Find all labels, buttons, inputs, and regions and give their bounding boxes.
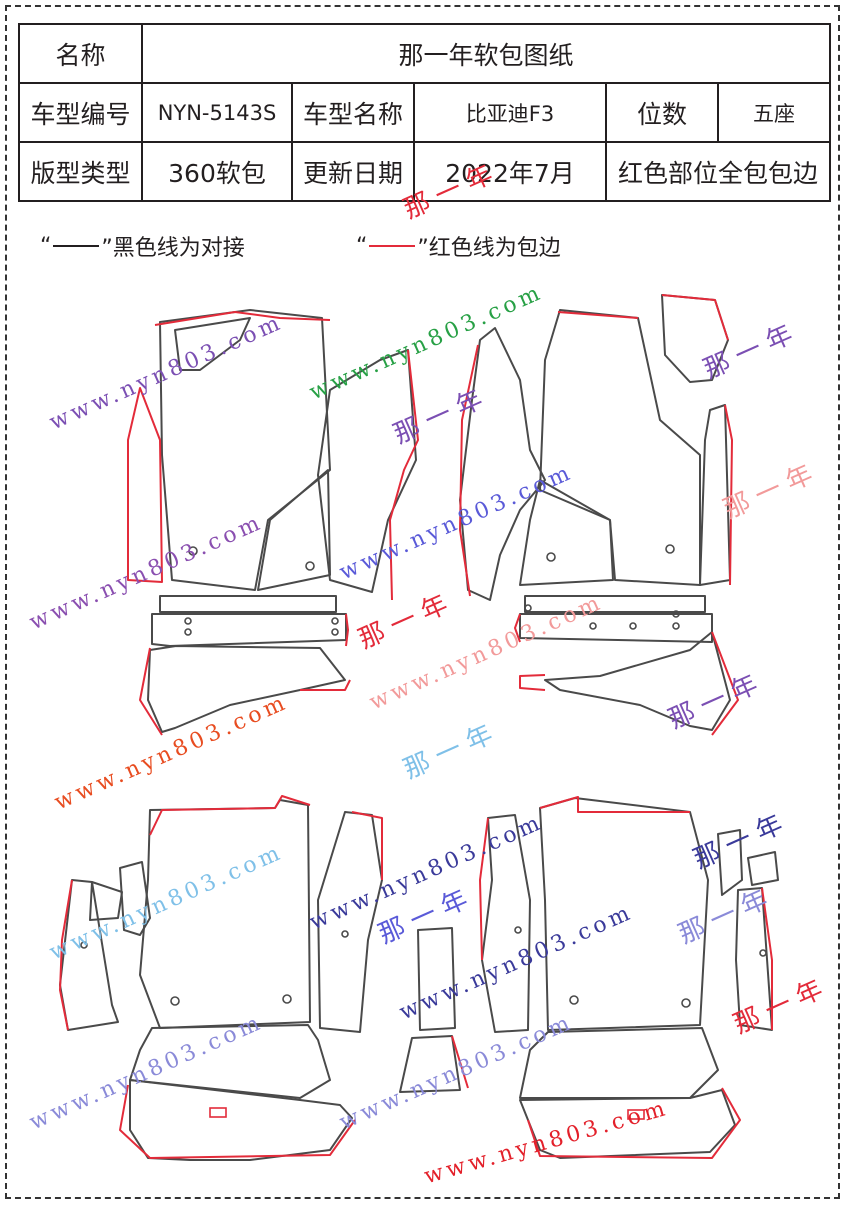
front-right-bolster-edge	[459, 344, 479, 597]
rear-right-slot	[627, 1109, 645, 1120]
spec-row-title: 名称 那一年软包图纸	[18, 23, 832, 84]
spec-table: 名称 那一年软包图纸 车型编号 NYN-5143S 车型名称 比亚迪F3 位数 …	[18, 23, 832, 202]
spec-row-type: 版型类型 360软包 更新日期 2022年7月 红色部位全包包边	[18, 141, 832, 202]
rear-right-small-flap	[747, 851, 779, 886]
front-right-bottom-bar	[519, 613, 713, 643]
legend-black-open-quote: “	[40, 233, 52, 259]
legend-red-open-quote: “	[356, 233, 368, 259]
rear-left-backrest-top-edge	[149, 795, 311, 836]
front-left-hole-4	[184, 628, 192, 636]
rear-left-tab	[119, 861, 151, 936]
spec-row-model: 车型编号 NYN-5143S 车型名称 比亚迪F3 位数 五座	[18, 82, 832, 143]
rear-left-bottom-panel	[129, 1024, 331, 1099]
rear-right-side-panel	[481, 814, 531, 1033]
front-left-side-edge	[127, 387, 163, 583]
rear-left-side-edge	[351, 811, 383, 880]
seats-label: 位数	[605, 82, 719, 143]
front-left-hole-3	[184, 617, 192, 625]
rear-left-hole-1	[170, 996, 180, 1006]
pattern-type-value: 360软包	[141, 141, 293, 202]
front-left-bottom-bar	[151, 613, 347, 647]
front-left-hole-2	[305, 561, 315, 571]
front-right-bar-edge	[514, 613, 521, 643]
front-left-backrest	[159, 309, 331, 591]
rear-right-hole-2	[681, 998, 691, 1008]
rear-right-tab	[717, 829, 743, 896]
front-right-cushion	[544, 631, 731, 731]
front-right-hole-5	[629, 622, 637, 630]
legend-black-text: ”黑色线为对接	[101, 236, 245, 261]
rear-left-side-panel	[317, 811, 383, 1033]
front-right-side-panel	[699, 404, 731, 586]
front-right-backrest	[539, 309, 701, 586]
rear-right-backrest	[539, 797, 709, 1031]
front-left-strip	[159, 595, 337, 613]
front-right-cushion-edge	[519, 631, 739, 736]
center-armrest	[417, 927, 456, 1031]
front-left-cushion	[147, 645, 346, 733]
rear-left-corner-edge	[59, 879, 73, 1031]
rear-right-hole-3	[759, 949, 767, 957]
legend-red-swatch	[369, 245, 416, 247]
legend-red-text: ”红色线为包边	[417, 236, 561, 261]
front-left-inner-panel	[257, 469, 331, 591]
front-right-hole-4	[589, 622, 597, 630]
rear-left-hole-4	[341, 930, 349, 938]
front-left-hole-1	[188, 546, 198, 556]
front-left-hole-6	[331, 628, 339, 636]
front-left-headrest	[174, 317, 251, 371]
front-left-backrest-top-edge	[154, 311, 331, 326]
rear-right-cushion-edge	[527, 1087, 741, 1159]
front-right-hole-6	[672, 610, 680, 618]
front-right-bolster	[459, 327, 546, 601]
front-right-hole-2	[665, 544, 675, 554]
rear-left-hole-2	[282, 994, 292, 1004]
front-left-side-bolster	[317, 349, 417, 593]
rear-left-hole-3	[80, 941, 88, 949]
legend-black-swatch	[53, 245, 100, 247]
model-code-value: NYN-5143S	[141, 82, 293, 143]
rear-right-backrest-top-edge	[539, 796, 690, 813]
rear-left-slot	[209, 1107, 227, 1118]
front-left-bolster-edge	[389, 349, 419, 601]
legend-black: “ ”黑色线为对接	[40, 230, 245, 262]
front-left-hole-5	[331, 617, 339, 625]
dashed-border	[5, 5, 840, 1199]
rear-left-cushion-edge	[119, 1084, 356, 1159]
front-right-backrest-top-edge	[557, 311, 639, 319]
update-date-label: 更新日期	[291, 141, 415, 202]
rear-right-hole-1	[569, 995, 579, 1005]
front-left-cushion-edge	[139, 647, 351, 736]
model-name-label: 车型名称	[291, 82, 415, 143]
rear-right-corner-edge	[761, 887, 773, 1030]
front-right-inner-panel	[519, 479, 614, 586]
rear-right-side-edge	[479, 817, 489, 961]
center-bottom-piece	[399, 1035, 461, 1093]
note-value: 红色部位全包包边	[604, 141, 832, 202]
update-date-value: 2022年7月	[413, 141, 607, 202]
front-left-bottom-bar-edge	[345, 613, 349, 647]
rear-right-hole-4	[514, 926, 522, 934]
model-name-value: 比亚迪F3	[413, 82, 607, 143]
legend-red: “ ”红色线为包边	[356, 230, 561, 262]
front-right-side-edge	[724, 404, 733, 586]
rear-left-small-flap	[89, 881, 123, 921]
front-right-hole-3	[524, 604, 532, 612]
title-label: 名称	[18, 23, 143, 84]
title-value: 那一年软包图纸	[140, 23, 832, 84]
front-right-headrest-edge	[661, 294, 729, 341]
pattern-type-label: 版型类型	[18, 141, 143, 202]
front-right-hole-1	[546, 552, 556, 562]
front-right-hole-7	[672, 622, 680, 630]
rear-right-corner-panel	[735, 887, 773, 1031]
center-bottom-edge	[451, 1035, 469, 1089]
model-code-label: 车型编号	[18, 82, 143, 143]
seats-value: 五座	[716, 82, 832, 143]
